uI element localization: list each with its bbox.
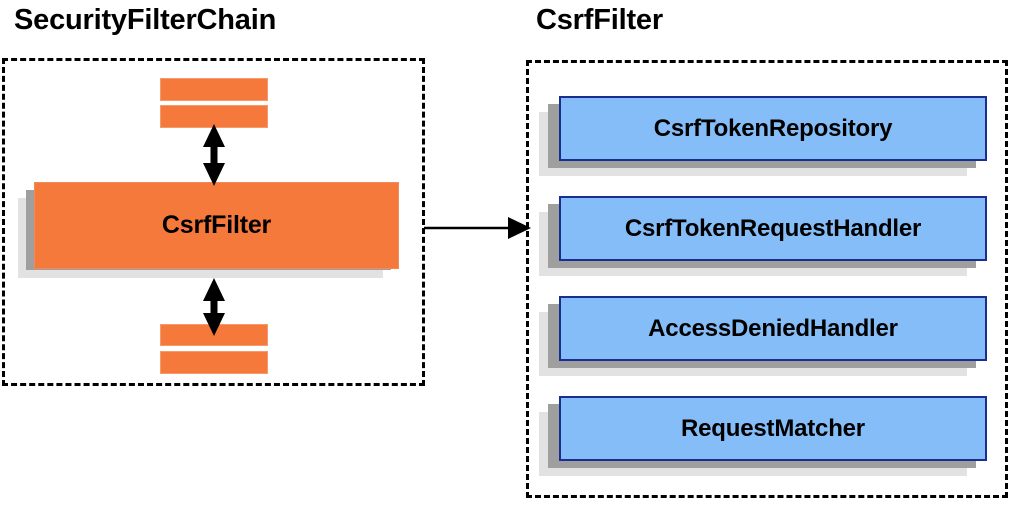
csrf-filter-label: CsrfFilter [161,211,272,239]
collaborator-face[interactable]: CsrfTokenRequestHandler [559,196,987,261]
page-title-security-filter-chain: SecurityFilterChain [14,4,277,36]
collaborator-node-access-denied-handler[interactable]: AccessDeniedHandler [539,296,989,382]
collaborator-node-csrf-token-repository[interactable]: CsrfTokenRepository [539,96,989,182]
collaborator-label: CsrfTokenRequestHandler [624,214,922,242]
csrf-filter-face[interactable]: CsrfFilter [34,182,399,269]
filter-chain-bar-top-1 [160,78,268,101]
collaborator-face[interactable]: RequestMatcher [559,396,987,461]
filter-chain-bar-top-2 [160,105,268,128]
connector-arrow-icon [424,217,531,239]
collaborator-label: RequestMatcher [681,414,865,442]
collaborator-node-request-matcher[interactable]: RequestMatcher [539,396,989,482]
collaborator-face[interactable]: CsrfTokenRepository [559,96,987,161]
csrf-filter-detail-container [526,60,1008,498]
filter-chain-bar-bottom-2 [160,351,268,374]
security-filter-chain-container [2,58,425,386]
filter-chain-bar-bottom-1 [160,324,268,346]
collaborator-face[interactable]: AccessDeniedHandler [559,296,987,361]
csrf-filter-node[interactable]: CsrfFilter [18,182,408,294]
collaborator-label: AccessDeniedHandler [648,314,898,342]
collaborator-node-csrf-token-request-handler[interactable]: CsrfTokenRequestHandler [539,196,989,282]
page-title-csrf-filter: CsrfFilter [536,4,663,36]
collaborator-label: CsrfTokenRepository [653,114,893,142]
